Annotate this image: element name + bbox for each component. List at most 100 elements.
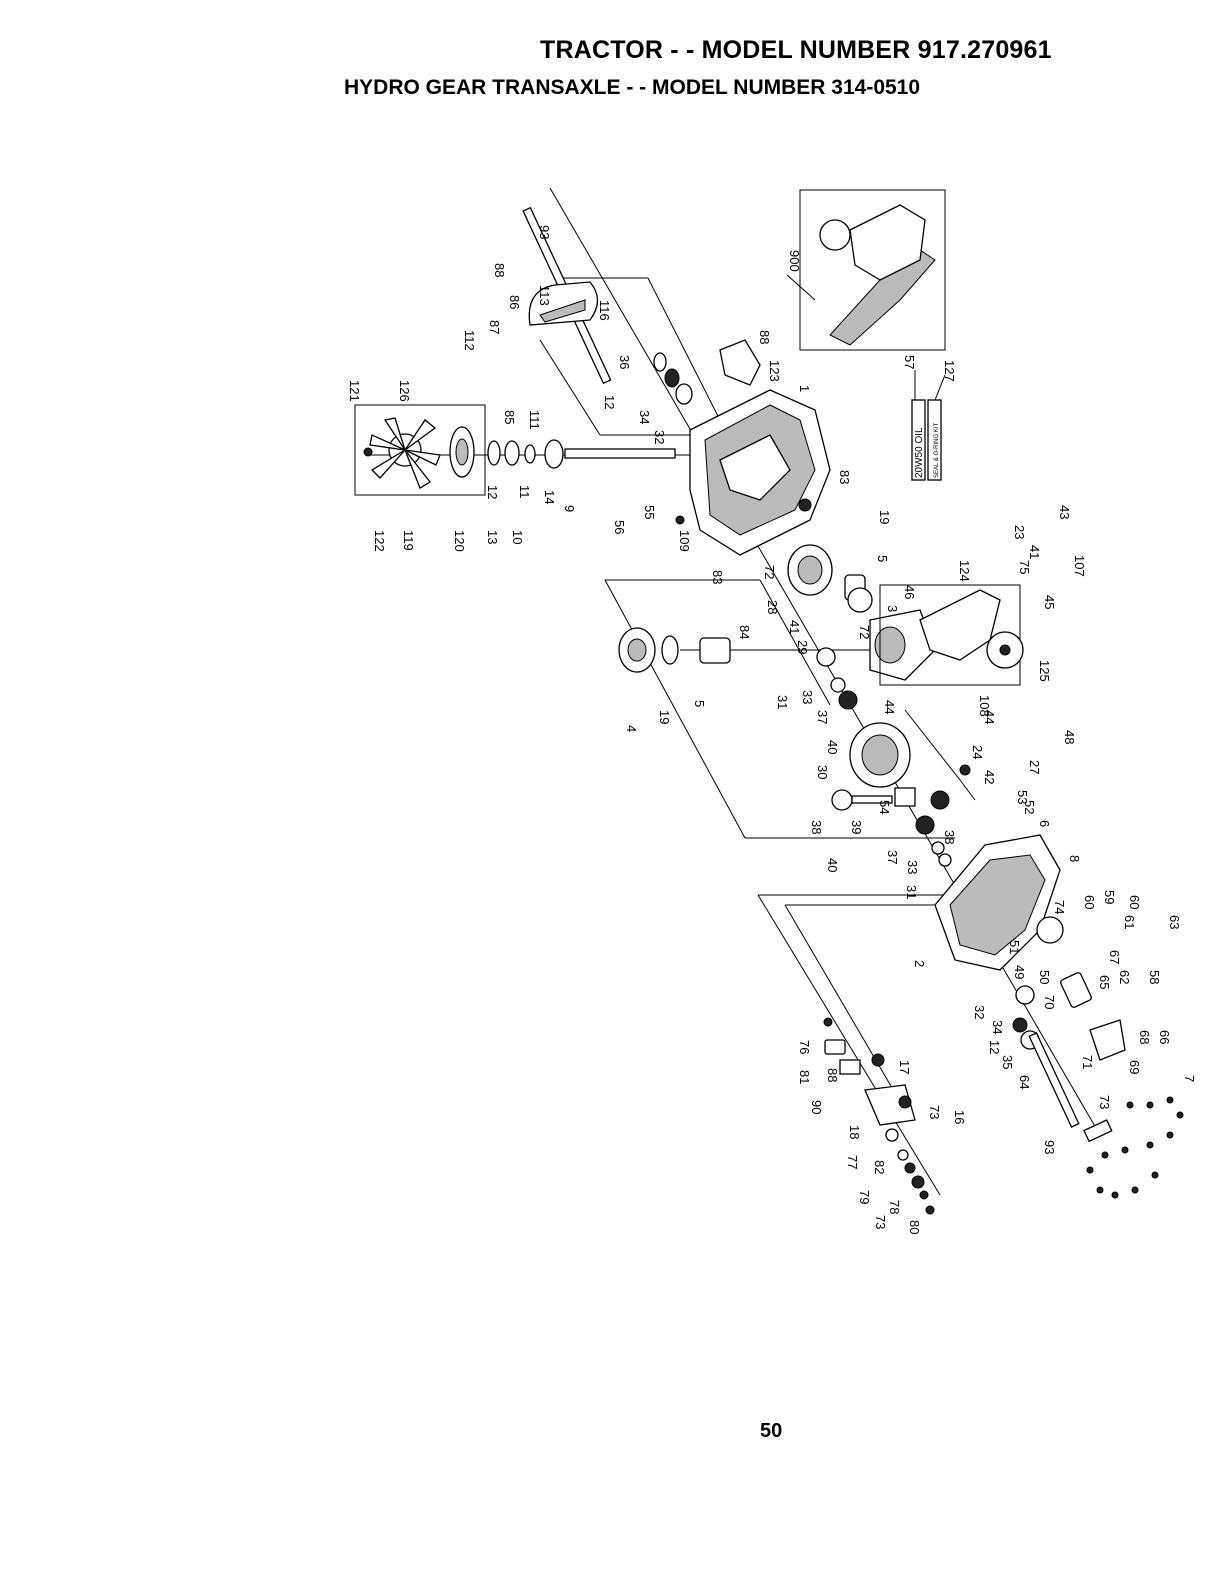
callout-label: 19 [877,510,892,524]
callout-label: 112 [462,330,477,351]
bracket [1083,1119,1113,1143]
callout-label: 85 [502,410,517,424]
callout-label: 44 [882,700,897,714]
leader-line [786,274,816,301]
assembly-axis-line [784,904,906,1111]
callout-label: 51 [1007,940,1022,954]
callout-label: 17 [897,1060,912,1074]
callout-label: 9 [562,505,577,512]
callout-label: 24 [970,745,985,759]
assembly-axis-line [604,579,746,839]
callout-label: 127 [942,360,957,382]
fan-pulley [449,426,475,478]
callout-label: 87 [487,320,502,334]
callout-label: 39 [849,820,864,834]
callout-label: 116 [597,300,612,321]
callout-label: 62 [1117,970,1132,984]
callout-label: 123 [767,360,782,382]
callout-label: 57 [902,355,917,369]
upper-housing [675,389,831,556]
assembly-axis-line [647,277,726,431]
lower-housing [934,834,1064,971]
callout-label: 29 [795,640,810,654]
callout-label: 41 [1027,545,1042,559]
callout-label: 49 [1012,965,1027,979]
callout-label: 1 [797,385,812,392]
callout-label: 28 [765,600,780,614]
assembly-axis-line [757,894,941,1196]
callout-label: 69 [1127,1060,1142,1074]
callout-label: 75 [1017,560,1032,574]
callout-label: 12 [485,485,500,499]
callout-label: 12 [987,1040,1002,1054]
lower-axle [1028,1032,1080,1128]
callout-label: 13 [485,530,500,544]
gear [838,690,858,710]
callout-label: 54 [877,800,892,814]
control-rod [904,709,976,801]
cover-plate [528,281,599,326]
callout-label: 40 [825,740,840,754]
swashplate-assembly [869,609,936,681]
callout-label: 38 [942,830,957,844]
callout-label: 93 [537,225,552,239]
screw-set [1086,1096,1184,1199]
input-shaft [487,439,676,469]
bearing [664,368,680,388]
callout-label: 83 [710,570,725,584]
callout-label: 83 [837,470,852,484]
bracket [719,339,761,386]
callout-label: 68 [1137,1030,1152,1044]
callout-label: 73 [927,1105,942,1119]
callout-label: 31 [904,885,919,899]
callout-label: 38 [809,820,824,834]
differential [831,787,950,811]
callout-label: 93 [1042,1140,1057,1154]
callout-label: 109 [677,530,692,552]
callout-label: 43 [1057,505,1072,519]
callout-label: 71 [1080,1055,1095,1069]
callout-label: 64 [1017,1075,1032,1089]
callout-label: 48 [1062,730,1077,744]
callout-label: 81 [797,1070,812,1084]
callout-label: 41 [787,620,802,634]
assembly-axis-line [759,579,831,706]
callout-label: 32 [652,430,667,444]
callout-label: 5 [692,700,707,707]
callout-label: 124 [957,560,972,582]
callout-label: 27 [1027,760,1042,774]
motor-assembly [618,627,731,673]
callout-label: 44 [982,710,997,724]
callout-label: 70 [1042,995,1057,1009]
callout-label: 90 [809,1100,824,1114]
callout-label: 36 [617,355,632,369]
callout-label: 10 [510,530,525,544]
callout-label: 73 [1097,1095,1112,1109]
callout-label: 56 [612,520,627,534]
kit-label: SEAL & O-RING KIT [934,423,940,478]
callout-label: 88 [492,263,507,277]
page-subtitle: HYDRO GEAR TRANSAXLE - - MODEL NUMBER 31… [344,76,921,99]
callout-label: 126 [397,380,412,402]
spring [959,764,971,776]
callout-label: 107 [1072,555,1087,577]
callout-label: 121 [347,380,362,402]
callout-label: 65 [1097,975,1112,989]
callout-label: 59 [1102,890,1117,904]
callout-label: 86 [507,295,522,309]
callout-label: 66 [1157,1030,1172,1044]
callout-label: 58 [1147,970,1162,984]
bypass-assembly [823,1017,935,1215]
callout-label: 4 [624,725,639,732]
callout-label: 88 [825,1068,840,1082]
callout-label: 5 [875,555,890,562]
callout-label: 80 [907,1220,922,1234]
callout-label: 50 [1037,970,1052,984]
callout-label: 122 [372,530,387,552]
callout-label: 108 [977,695,992,717]
page-title: TRACTOR - - MODEL NUMBER 917.270961 [540,36,1052,64]
transaxle-inset-image [819,204,936,346]
washer [653,352,667,372]
callout-label: 19 [657,710,672,724]
